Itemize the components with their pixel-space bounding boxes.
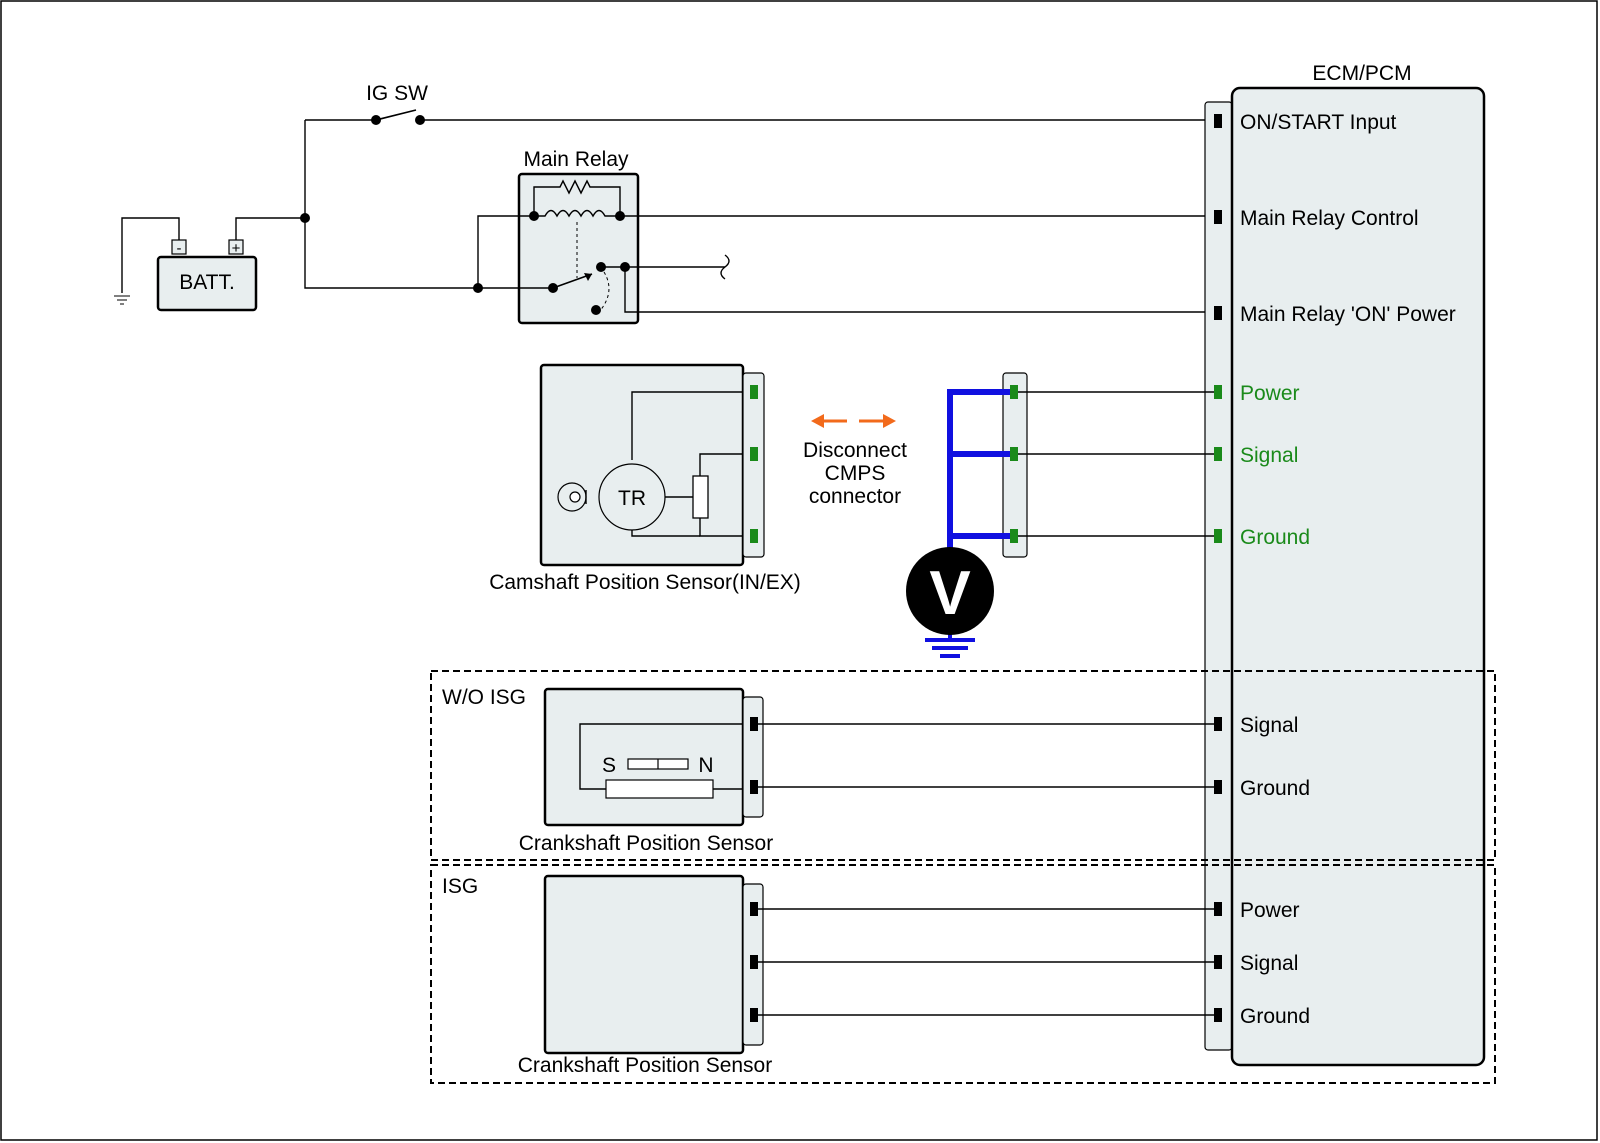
ecm-pin-green: [1214, 529, 1222, 543]
relay-coil: [534, 209, 620, 218]
ckps-coil: [605, 779, 714, 799]
cmps-caption: Camshaft Position Sensor(IN/EX): [489, 571, 801, 594]
ckps-connector: [742, 696, 764, 818]
harness-pin-green: [1010, 529, 1018, 543]
harness-pin-green: [1010, 385, 1018, 399]
voltmeter-probe-wire: [947, 389, 1010, 560]
ecm-pin-relay-control-label: Main Relay Control: [1240, 207, 1419, 230]
ecm-pin-relay-on-power-label: Main Relay 'ON' Power: [1240, 303, 1456, 326]
ig-switch-label: IG SW: [366, 82, 428, 105]
ecm-box: [1230, 86, 1486, 1067]
battery-label: BATT.: [179, 271, 235, 294]
ecm-pin-green: [1214, 385, 1222, 399]
battery-feed-wire: [304, 120, 478, 289]
voltmeter-label: V: [929, 559, 970, 628]
tr-label: TR: [618, 487, 646, 510]
ecm-pin: [1214, 1008, 1222, 1022]
ckps-isg-body: [543, 874, 745, 1055]
ecm-pin: [1214, 717, 1222, 731]
disconnect-text-3: connector: [809, 485, 901, 508]
ckps-pin: [750, 780, 758, 794]
ecm-pin-isg-ground-label: Ground: [1240, 1005, 1310, 1028]
ckps-caption-isg: Crankshaft Position Sensor: [518, 1054, 772, 1077]
relay-switch-travel: [598, 271, 610, 313]
ecm-pin-green: [1214, 447, 1222, 461]
cmps-connector: [742, 372, 765, 558]
isg-section: [430, 864, 1496, 1084]
battery-body: [156, 255, 258, 312]
cmps-pin-green: [750, 385, 758, 399]
ecm-pin-on-start-label: ON/START Input: [1240, 111, 1397, 134]
ig-switch-blade: [375, 109, 417, 121]
battery-plus-sign: +: [232, 240, 241, 257]
voltmeter-ground-icon: [925, 638, 975, 658]
ecm-pins: [1214, 114, 1222, 1022]
relay-switch-arrow: [584, 273, 592, 281]
battery: - + BATT.: [156, 239, 258, 312]
ecm-pin: [1214, 210, 1222, 224]
ecm-title: ECM/PCM: [1312, 62, 1411, 85]
ecm-pin: [1214, 306, 1222, 320]
cmps-internal-wire: [699, 453, 743, 476]
harness-pin-green: [1010, 447, 1018, 461]
ckps-isg-pin: [750, 1008, 758, 1022]
cmps-resistor: [692, 475, 709, 519]
relay-switch-contact: [591, 305, 601, 315]
ecm-pin: [1214, 114, 1222, 128]
ckps-internal-wire: [579, 723, 743, 790]
battery-negative-wire: [121, 217, 180, 293]
cmps-target-hub: [569, 491, 581, 503]
isg-label: ISG: [442, 875, 478, 898]
cmps-harness-connector: [1002, 372, 1028, 558]
wo-isg-section: [430, 670, 1496, 861]
relay-resistor: [533, 179, 621, 216]
battery-positive-wire: [235, 217, 305, 240]
cmps-pin-green: [750, 529, 758, 543]
cmps-internal-wire: [631, 530, 700, 537]
ecm-pin: [1214, 955, 1222, 969]
main-relay-label: Main Relay: [523, 148, 629, 171]
disconnect-arrows-icon: [811, 414, 896, 428]
wo-isg-label: W/O ISG: [442, 686, 526, 709]
relay-switch-blade: [552, 273, 593, 289]
ecm-pin-cmps-ground-label: Ground: [1240, 526, 1310, 549]
magnet-s-label: S: [602, 754, 616, 777]
magnet-n-label: N: [698, 754, 713, 777]
ecm-pin: [1214, 902, 1222, 916]
ckps-pin: [750, 717, 758, 731]
ecm-pin-cmps-signal-label: Signal: [1240, 444, 1298, 467]
ckps-caption-wo-isg: Crankshaft Position Sensor: [519, 832, 773, 855]
battery-minus-sign: -: [177, 240, 182, 257]
cmps-internal-wire: [631, 391, 743, 460]
disconnect-text-2: CMPS: [825, 462, 886, 485]
ecm-pin-isg-power-label: Power: [1240, 899, 1300, 922]
chassis-ground-icon: [114, 295, 130, 305]
wire-break-icon: [720, 254, 730, 280]
ckps-isg-pin: [750, 902, 758, 916]
ecm-pin-wo-isg-ground-label: Ground: [1240, 777, 1310, 800]
cmps-pin-green: [750, 447, 758, 461]
ecm-pin-cmps-power-label: Power: [1240, 382, 1300, 405]
ecm-pin-isg-signal-label: Signal: [1240, 952, 1298, 975]
disconnect-text-1: Disconnect: [803, 439, 907, 462]
voltmeter-icon: [906, 547, 994, 635]
relay-coil-feed-wire: [477, 215, 534, 288]
ecm-pin: [1214, 780, 1222, 794]
relay-on-power-wire: [601, 266, 1205, 313]
ecm-pin-wo-isg-signal-label: Signal: [1240, 714, 1298, 737]
ckps-isg-pin: [750, 955, 758, 969]
